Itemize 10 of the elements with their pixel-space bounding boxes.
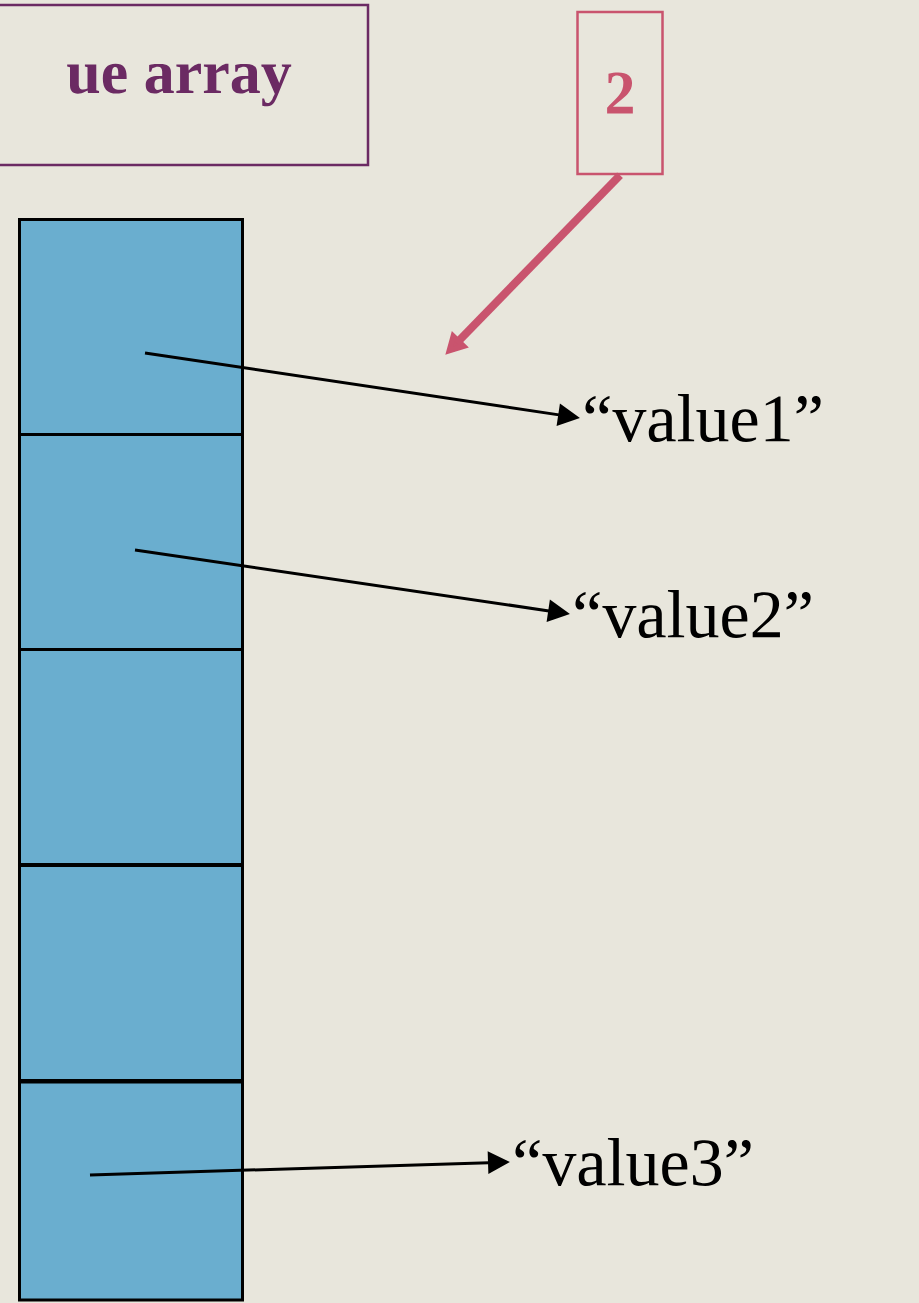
array-cell bbox=[18, 218, 244, 436]
array-cell bbox=[18, 864, 244, 1082]
value-text: “value3” bbox=[515, 1138, 751, 1186]
value-text: “value2” bbox=[575, 590, 811, 638]
number-box: 2 bbox=[576, 10, 664, 176]
value-text: “value1” bbox=[585, 394, 821, 442]
array-cell bbox=[18, 433, 244, 651]
title-box: ue array bbox=[0, 3, 370, 167]
array-cell bbox=[18, 648, 244, 866]
array-cell bbox=[18, 1080, 244, 1302]
